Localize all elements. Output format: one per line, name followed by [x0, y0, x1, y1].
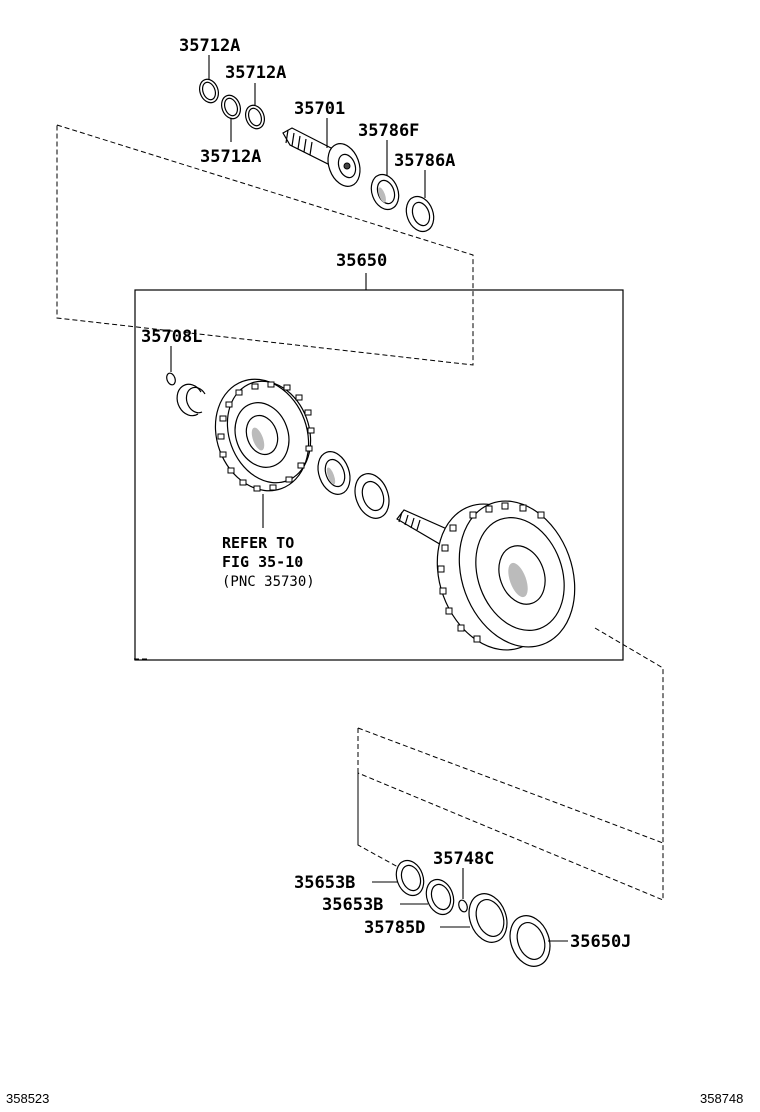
input-shaft-35701 — [282, 127, 361, 187]
thrust-bearing-35785d — [468, 893, 508, 943]
label-35653b-1: 35653B — [294, 873, 355, 893]
snap-ring-35712a-3 — [244, 104, 266, 130]
label-35701: 35701 — [294, 99, 345, 119]
assembly-group-box — [134, 289, 624, 661]
note-fig-ref: FIG 35-10 — [222, 553, 303, 571]
label-35653b-2: 35653B — [322, 895, 383, 915]
thrust-washer-35786a — [405, 195, 435, 233]
footer-right-code: 358748 — [700, 1091, 743, 1106]
label-35712a-1: 35712A — [179, 36, 240, 56]
label-35650: 35650 — [336, 251, 387, 271]
ring-35653b-2 — [425, 878, 455, 916]
ring-35653b-1 — [395, 859, 425, 897]
note-refer-to: REFER TO — [222, 534, 294, 552]
label-35712a-2: 35712A — [225, 63, 286, 83]
snap-ring-clip — [176, 383, 206, 417]
clutch-drum-assembly — [214, 378, 315, 492]
label-35712a-3: 35712A — [200, 147, 261, 167]
label-35708l: 35708L — [141, 327, 202, 347]
label-35786f: 35786F — [358, 121, 419, 141]
label-35748c: 35748C — [433, 849, 494, 869]
thrust-washer-middle — [354, 473, 390, 519]
thrust-washer-35650j — [509, 915, 551, 967]
thrust-bearing-35786f — [370, 173, 400, 211]
thrust-bearing-middle — [317, 451, 351, 495]
o-ring-35748c — [458, 899, 468, 913]
note-pnc-ref: (PNC 35730) — [222, 574, 315, 590]
footer-left-code: 358523 — [6, 1091, 49, 1106]
o-ring-35708l — [166, 372, 176, 386]
snap-ring-35712a-2 — [220, 94, 242, 120]
output-shaft-drum — [396, 500, 576, 651]
assembly-guide-lines — [56, 124, 664, 901]
label-35786a: 35786A — [394, 151, 455, 171]
snap-ring-35712a-1 — [198, 78, 220, 104]
label-35785d: 35785D — [364, 918, 425, 938]
label-35650j: 35650J — [570, 932, 631, 952]
